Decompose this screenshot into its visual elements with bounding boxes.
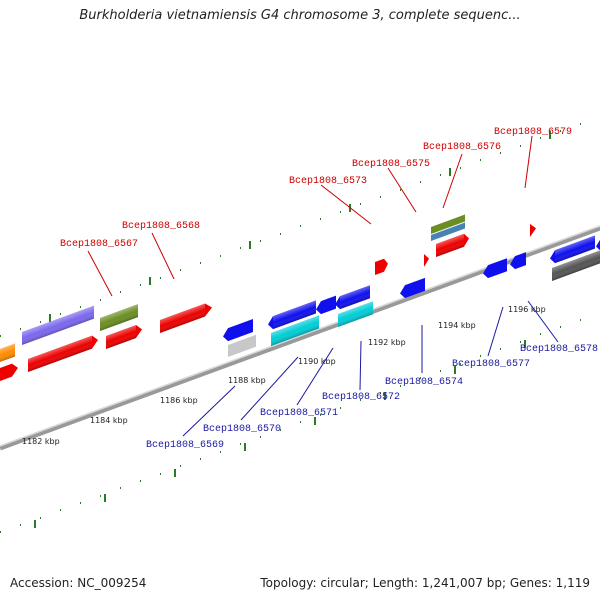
gene-label[interactable]: Bcep1808_6579 bbox=[494, 127, 572, 138]
scale-label: 1186 kbp bbox=[160, 396, 198, 405]
reverse-gene-labels: Bcep1808_6569 Bcep1808_6570 Bcep1808_657… bbox=[146, 344, 598, 451]
gene-red-tiny bbox=[424, 254, 429, 267]
gene-blue-5 bbox=[400, 277, 425, 299]
gene-blue-9 bbox=[596, 235, 600, 252]
gene-label[interactable]: Bcep1808_6574 bbox=[385, 377, 463, 388]
accession-label: Accession: NC_009254 bbox=[10, 576, 147, 590]
gene-label[interactable]: Bcep1808_6578 bbox=[520, 344, 598, 355]
gene-blue-1 bbox=[223, 319, 253, 342]
forward-genes-lower bbox=[0, 325, 142, 385]
gene-gray-1 bbox=[228, 334, 256, 357]
gene-steel bbox=[431, 222, 465, 241]
scale-label: 1182 kbp bbox=[22, 437, 60, 446]
gene-blue-4 bbox=[335, 285, 370, 310]
gene-label[interactable]: Bcep1808_6573 bbox=[289, 176, 367, 187]
gene-blue-3 bbox=[316, 295, 336, 315]
gene-label[interactable]: Bcep1808_6575 bbox=[352, 159, 430, 170]
scale-label: 1190 kbp bbox=[298, 357, 336, 366]
gene-label[interactable]: Bcep1808_6569 bbox=[146, 440, 224, 451]
gene-label[interactable]: Bcep1808_6567 bbox=[60, 239, 138, 250]
forward-genes bbox=[0, 214, 536, 366]
forward-gene-labels: Bcep1808_6567 Bcep1808_6568 Bcep1808_657… bbox=[60, 127, 572, 250]
scale-label: 1194 kbp bbox=[438, 321, 476, 330]
gene-blue-7 bbox=[510, 252, 526, 270]
gene-red-5 bbox=[28, 335, 98, 372]
gene-purple bbox=[22, 305, 94, 345]
gene-olive bbox=[100, 304, 138, 331]
forward-leaders bbox=[87, 135, 533, 297]
gene-gray-2 bbox=[552, 250, 600, 281]
reverse-tick-track bbox=[0, 319, 581, 533]
gene-blue-2 bbox=[268, 300, 316, 330]
gene-label[interactable]: Bcep1808_6570 bbox=[203, 424, 281, 435]
gene-olive-2 bbox=[431, 214, 465, 234]
map-title: Burkholderia vietnamiensis G4 chromosome… bbox=[79, 8, 521, 23]
gene-label[interactable]: Bcep1808_6571 bbox=[260, 408, 338, 419]
gene-label[interactable]: Bcep1808_6572 bbox=[322, 392, 400, 403]
gene-cyan-1 bbox=[271, 315, 319, 346]
gene-blue-6 bbox=[483, 258, 507, 279]
reverse-genes bbox=[223, 235, 600, 357]
forward-tick-track bbox=[0, 123, 581, 337]
scale-label: 1188 kbp bbox=[228, 376, 266, 385]
gene-cyan-2 bbox=[338, 301, 373, 327]
gene-red-6 bbox=[106, 325, 142, 349]
gene-label[interactable]: Bcep1808_6568 bbox=[122, 221, 200, 232]
gene-red bbox=[160, 303, 212, 333]
reverse-major-ticks bbox=[34, 340, 526, 528]
gene-red-4 bbox=[0, 363, 18, 385]
scale-label: 1184 kbp bbox=[90, 416, 128, 425]
gene-label[interactable]: Bcep1808_6577 bbox=[452, 359, 530, 370]
scale-label: 1192 kbp bbox=[368, 338, 406, 347]
topology-info: Topology: circular; Length: 1,241,007 bp… bbox=[260, 576, 590, 590]
scale-labels: 1182 kbp 1184 kbp 1186 kbp 1188 kbp 1190… bbox=[22, 305, 546, 446]
gene-blue-8 bbox=[550, 235, 595, 264]
gene-red-3 bbox=[530, 224, 536, 237]
gene-red-2 bbox=[436, 233, 469, 257]
gene-red-small bbox=[375, 258, 388, 275]
gene-orange bbox=[0, 343, 15, 366]
reverse-leaders bbox=[182, 300, 559, 437]
scale-label: 1196 kbp bbox=[508, 305, 546, 314]
gene-label[interactable]: Bcep1808_6576 bbox=[423, 142, 501, 153]
